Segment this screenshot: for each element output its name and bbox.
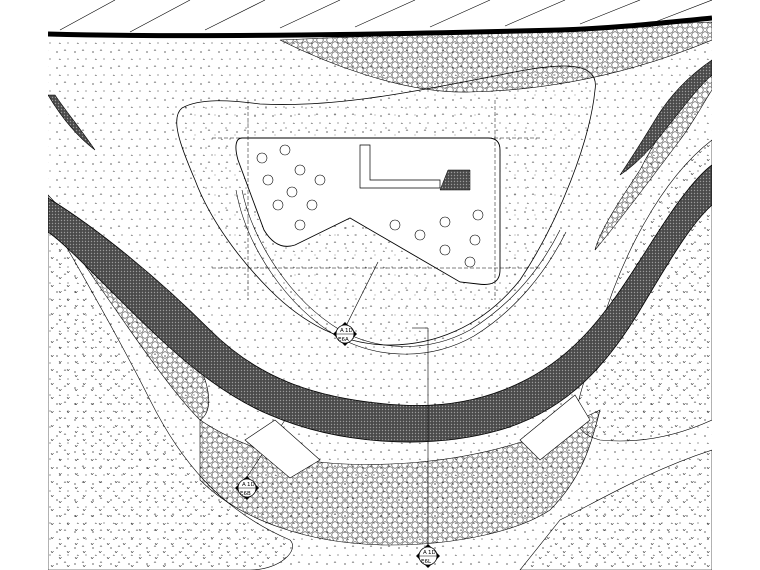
callout-c-mid: 1D (428, 550, 436, 556)
river-channel (48, 164, 712, 443)
callout-a-top: A (340, 328, 344, 334)
grass-region-left (48, 214, 293, 570)
building-counter (359, 144, 441, 189)
reference-lines (212, 100, 540, 300)
building-stage (439, 169, 471, 191)
terrace-east (519, 394, 591, 461)
boundary-hatch (59, 0, 712, 33)
section-callout-c: A 1D E6L (416, 544, 440, 568)
callout-b-mid: 1D (247, 482, 255, 488)
site-boundary-top (48, 15, 712, 39)
callout-c-top: A (423, 550, 427, 556)
callout-a-bottom: E6A (338, 337, 349, 343)
callout-b-top: A (242, 482, 246, 488)
table-clusters (256, 144, 484, 268)
terrace-west (244, 419, 321, 479)
river-wedge-west (48, 94, 96, 151)
river-tributary-east (619, 59, 712, 176)
shrub-band-south (199, 409, 601, 546)
section-callout-b: A 1D E6B (235, 476, 259, 500)
callout-b-bottom: E6B (240, 491, 251, 497)
callout-c-bottom: E6L (421, 559, 432, 565)
plaza-path-inner (241, 189, 561, 347)
section-callout-a: A 1D E6A (333, 322, 357, 346)
grass-region-bottom (519, 449, 712, 570)
callout-a-mid: 1D (345, 328, 353, 334)
plaza-path-inner-2 (235, 189, 567, 355)
